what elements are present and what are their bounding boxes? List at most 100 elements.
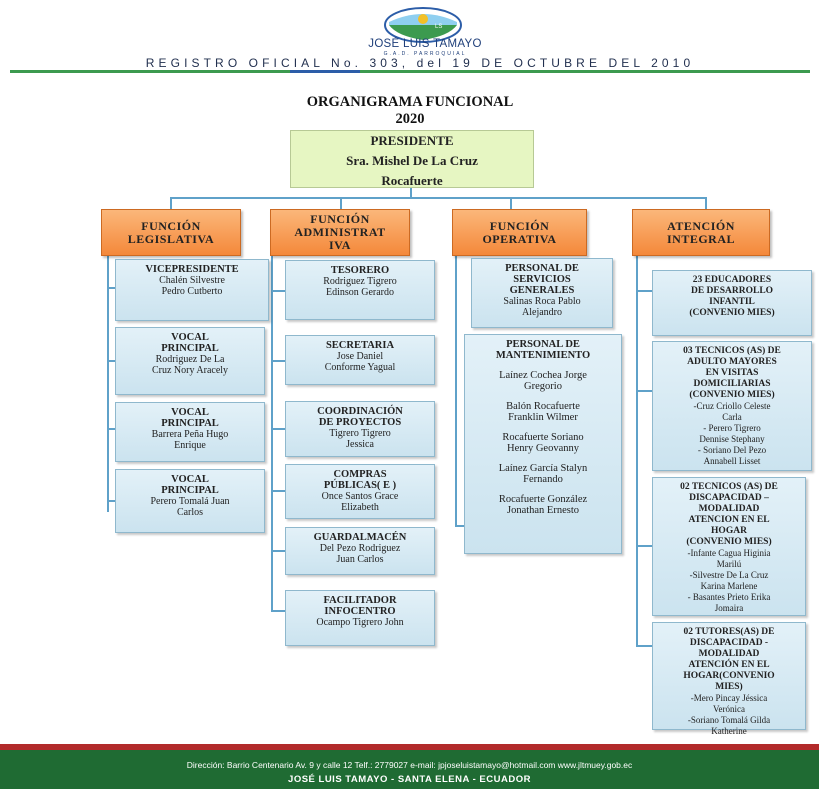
connector — [705, 197, 707, 209]
box-person-name: -Mero Pincay Jéssica — [690, 693, 768, 703]
connector — [455, 256, 457, 526]
box-title: PERSONAL DE — [505, 263, 579, 274]
box-title: PRINCIPAL — [161, 343, 219, 354]
footer-place: JOSÉ LUIS TAMAYO - SANTA ELENA - ECUADOR — [288, 774, 531, 785]
box-title: SERVICIOS — [513, 274, 571, 285]
box-title: PERSONAL DE — [506, 339, 580, 350]
connector — [455, 525, 464, 527]
title-line1: ORGANIGRAMA FUNCIONAL — [306, 94, 514, 110]
footer-address: Dirección: Barrio Centenario Av. 9 y cal… — [186, 760, 633, 770]
box-person-name: Carla — [722, 412, 742, 422]
president-name-line2: Rocafuerte — [381, 173, 443, 188]
box-title: VOCAL — [171, 332, 209, 343]
box-person-name: - Perero Tigrero — [703, 423, 761, 433]
box-title: COORDINACIÓN — [317, 406, 403, 417]
box-person-name: Enrique — [174, 440, 206, 451]
connector — [636, 390, 652, 392]
box-person-name: Dennise Stephany — [699, 434, 765, 444]
connector — [107, 360, 115, 362]
box-person-name: Once Santos Grace — [321, 491, 399, 502]
connector — [271, 550, 285, 552]
box-title: GUARDALMACÉN — [313, 532, 407, 543]
box-person-name: Rocafuerte Soriano — [502, 432, 584, 443]
connector — [271, 428, 285, 430]
box-person-name: Verónica — [713, 704, 745, 714]
box-person-name: Edinson Gerardo — [325, 287, 395, 298]
box-title: DISCAPACIDAD - — [689, 638, 769, 648]
box-person-name: Marilú — [716, 559, 742, 569]
box-title: ATENCIÓN EN EL — [688, 660, 770, 670]
box-person-name: Barrera Peña Hugo — [151, 429, 229, 440]
chart-title: ORGANIGRAMA FUNCIONAL 2020 — [230, 94, 590, 128]
box-person-name: Gregorio — [524, 381, 562, 392]
box-title: HOGAR — [711, 526, 747, 536]
box-person-name: Rodriguez De La — [155, 354, 225, 365]
connector — [107, 287, 115, 289]
function-integral: ATENCIÓN INTEGRAL — [632, 209, 770, 256]
box-title: DOMICILIARIAS — [693, 379, 771, 389]
box-person-name: Del Pezo Rodriguez — [319, 543, 401, 554]
box-title: DE DESARROLLO — [690, 286, 774, 296]
box-person-name: Jose Daniel — [336, 351, 384, 362]
box-title: DE PROYECTOS — [318, 417, 402, 428]
box-title: MANTENIMIENTO — [495, 350, 591, 361]
box-person-name: Balón Rocafuerte — [506, 401, 580, 412]
box-person-name: Perero Tomalá Juan — [150, 496, 230, 507]
header-divider-accent — [290, 70, 360, 73]
box-person-name: Carlos — [176, 507, 204, 518]
box-person-name: Conforme Yagual — [324, 362, 396, 373]
connector — [510, 197, 512, 209]
box-person-name: -Soriano Tomalá Gilda — [687, 715, 771, 725]
connector — [271, 360, 285, 362]
box-title: 02 TECNICOS (AS) DE — [680, 482, 778, 492]
connector — [636, 645, 652, 647]
box-title: 23 EDUCADORES — [692, 275, 772, 285]
connector — [340, 197, 342, 209]
box-person-name: - Soriano Del Pezo — [697, 445, 767, 455]
box-person-name: -Infante Cagua Higinia — [687, 548, 771, 558]
box-title: (CONVENIO MIES) — [689, 390, 775, 400]
function-operative: FUNCIÓN OPERATIVA — [452, 209, 587, 256]
box-title: MODALIDAD — [698, 649, 760, 659]
box-person-name: Jonathan Ernesto — [506, 505, 580, 516]
box-title: 03 TECNICOS (AS) DE — [683, 346, 781, 356]
function-legislative: FUNCIÓN LEGISLATIVA — [101, 209, 241, 256]
org-name: JOSÉ LUIS TAMAYO — [368, 38, 482, 50]
box-title: (CONVENIO MIES) — [689, 308, 775, 318]
box-person-name: Juan Carlos — [336, 554, 384, 565]
box-person-name: - Basantes Prieto Erika — [687, 592, 771, 602]
box-title: TESORERO — [330, 265, 390, 276]
box-title: ADULTO MAYORES — [687, 357, 777, 367]
box-person-name: Annabell Lisset — [703, 456, 761, 466]
box-person-name: Alejandro — [522, 307, 562, 318]
box-person-name: Laínez Cochea Jorge — [499, 370, 587, 381]
connector — [636, 256, 638, 646]
connector — [271, 490, 285, 492]
box-person-name: Elizabeth — [341, 502, 379, 513]
box-person-name: Jessica — [346, 439, 374, 450]
box-person-name: Fernando — [523, 474, 563, 485]
parish-logo: LS — [384, 7, 462, 43]
connector — [636, 545, 652, 547]
box-person-name: Salinas Roca Pablo — [503, 296, 581, 307]
box-title: VOCAL — [171, 474, 209, 485]
box-title: COMPRAS — [333, 469, 387, 480]
box-person-name: Cruz Nory Aracely — [151, 365, 229, 376]
box-person-name: Franklin Wilmer — [508, 412, 578, 423]
box-title: EN VISITAS — [705, 368, 759, 378]
box-title: VICEPRESIDENTE — [145, 264, 239, 275]
box-person-name: -Cruz Criollo Celeste — [693, 401, 771, 411]
box-title: 02 TUTORES(AS) DE — [683, 627, 775, 637]
box-title: MIES) — [715, 682, 743, 692]
connector — [410, 188, 412, 197]
connector — [271, 290, 285, 292]
box-title: INFANTIL — [709, 297, 755, 307]
